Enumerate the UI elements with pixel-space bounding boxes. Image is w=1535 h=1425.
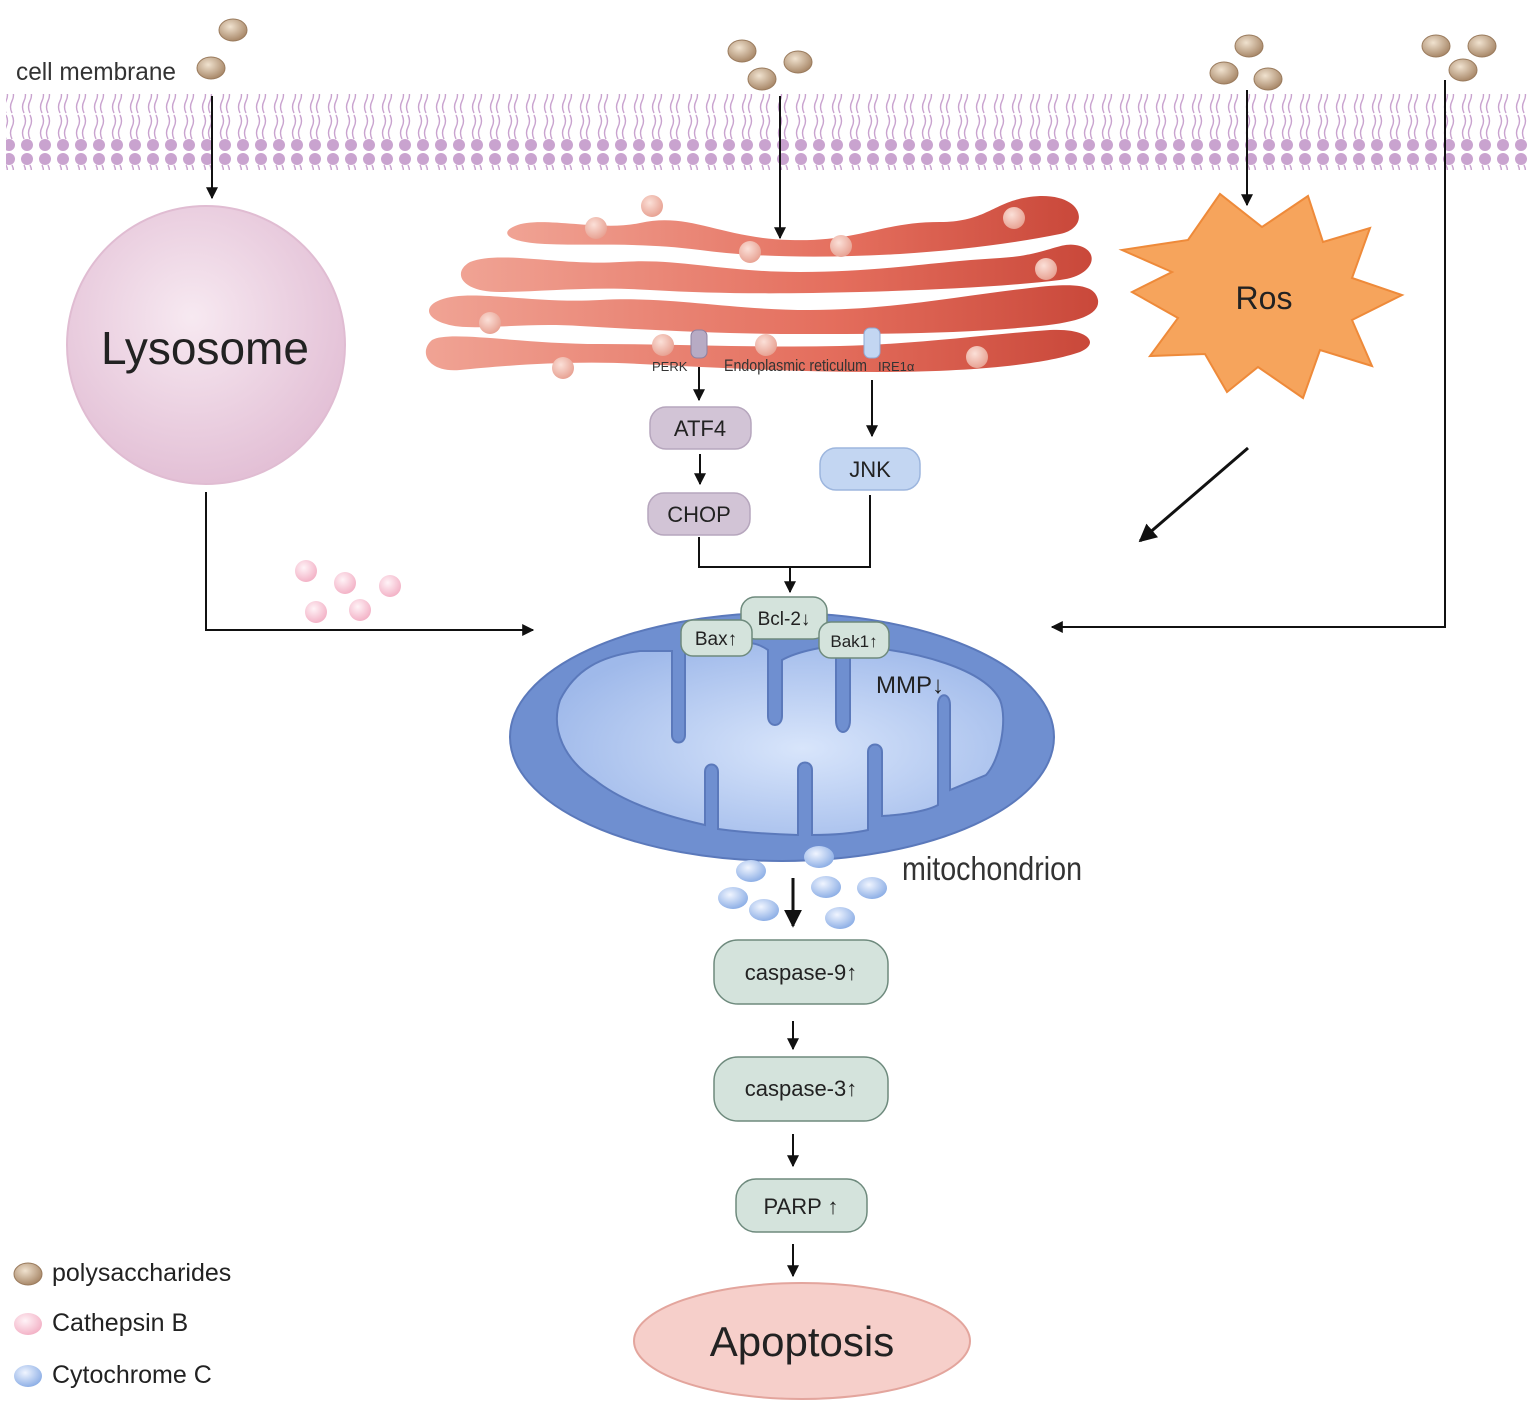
lysosome-label: Lysosome: [101, 322, 309, 374]
bax-node: [680, 619, 753, 657]
ire1a-receptor: [863, 327, 881, 359]
legend-cathepsin-b-label: Cathepsin B: [52, 1309, 188, 1337]
chop-label: CHOP: [667, 502, 731, 527]
parp-node: [735, 1178, 868, 1233]
caspase3-node: [713, 1056, 889, 1122]
atf4-node: [649, 406, 752, 450]
arrow-direct-to-mito: [1050, 80, 1446, 633]
cathepsin-b-particles: [295, 560, 401, 623]
jnk-label: JNK: [849, 457, 891, 482]
atf4-label: ATF4: [674, 416, 726, 441]
bcl2-node: [740, 596, 828, 640]
ire1a-label: IRE1α: [878, 359, 915, 374]
arrow-lysosome-to-mito: [205, 492, 535, 636]
legend-polysaccharides-swatch: [13, 1262, 43, 1286]
jnk-node: [819, 447, 921, 491]
legend-polysaccharides-label: polysaccharides: [52, 1259, 231, 1287]
cell-membrane: [6, 94, 1528, 170]
mitochondrion-label: mitochondrion: [902, 850, 1082, 887]
endoplasmic-reticulum: [425, 195, 1099, 379]
perk-label: PERK: [652, 359, 688, 374]
legend-cathepsin-b-swatch: [14, 1313, 42, 1335]
legend: polysaccharides Cathepsin B Cytochrome C: [13, 1259, 231, 1389]
chop-node: [647, 492, 751, 536]
caspase9-label: caspase-9↑: [745, 960, 858, 985]
lysosome: [66, 205, 346, 485]
arrow-ros-to-mito: [1138, 446, 1249, 543]
connector-chop: [698, 495, 871, 568]
cytochrome-c-particles: [718, 846, 887, 929]
perk-receptor: [690, 329, 708, 359]
bak1-label: Bak1↑: [830, 632, 877, 651]
er-label: Endoplasmic reticulum: [724, 356, 867, 375]
ros-label: Ros: [1236, 280, 1293, 316]
legend-cytochrome-c-label: Cytochrome C: [52, 1361, 212, 1389]
bcl2-label: Bcl-2↓: [758, 609, 811, 630]
apoptosis-node: [633, 1282, 971, 1400]
bak1-node: [818, 621, 890, 659]
mitochondrion: [509, 612, 1055, 862]
cell-membrane-label: cell membrane: [16, 58, 176, 86]
parp-label: PARP ↑: [764, 1194, 839, 1219]
apoptosis-label: Apoptosis: [710, 1318, 894, 1365]
bax-label: Bax↑: [695, 629, 737, 650]
caspase3-label: caspase-3↑: [745, 1076, 858, 1101]
polysaccharide-particles: [196, 18, 1497, 91]
caspase9-node: [713, 939, 889, 1005]
ros-burst: [1118, 192, 1405, 400]
legend-cytochrome-c-swatch: [14, 1365, 42, 1387]
mmp-label: MMP↓: [876, 672, 944, 699]
